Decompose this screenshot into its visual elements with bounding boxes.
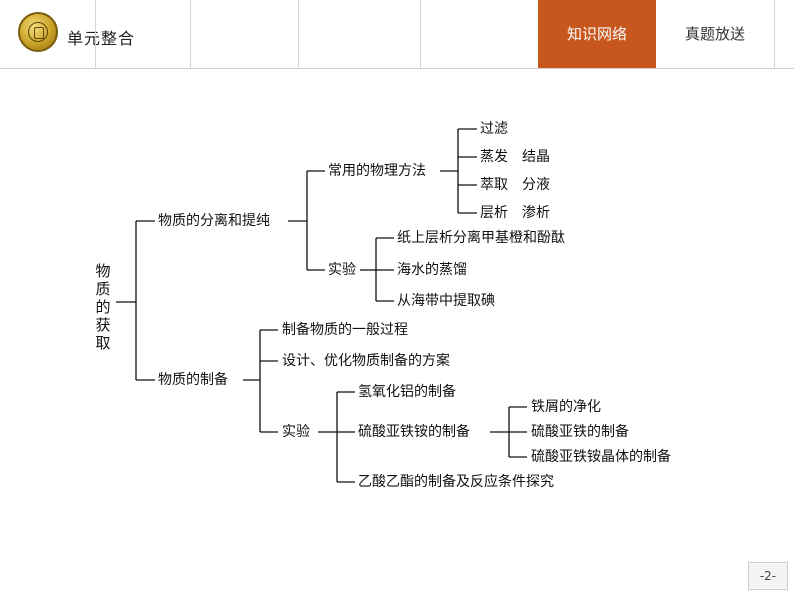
header-bar: 单元整合 知识网络 真题放送 <box>0 0 794 69</box>
node-general-process: 制备物质的一般过程 <box>282 322 408 338</box>
node-ferrous-sulfate: 硫酸亚铁的制备 <box>531 424 629 440</box>
node-design-scheme: 设计、优化物质制备的方案 <box>282 353 450 369</box>
node-paper-chromatography: 纸上层析分离甲基橙和酚酞 <box>397 230 565 246</box>
node-iron-cleaning: 铁屑的净化 <box>531 399 601 415</box>
page-title: 单元整合 <box>67 29 136 48</box>
node-evaporation: 蒸发 结晶 <box>480 149 550 165</box>
header-divider <box>420 0 421 68</box>
node-filtration: 过滤 <box>480 121 508 137</box>
tab-knowledge-network[interactable]: 知识网络 <box>538 0 656 68</box>
node-separation-experiment: 实验 <box>328 262 356 278</box>
node-chromatography: 层析 渗析 <box>480 205 550 221</box>
tab-exam-questions[interactable]: 真题放送 <box>656 0 774 68</box>
node-extraction: 萃取 分液 <box>480 177 550 193</box>
node-physical-methods: 常用的物理方法 <box>328 163 426 179</box>
node-ethyl-acetate: 乙酸乙酯的制备及反应条件探究 <box>358 474 554 490</box>
node-iodine-extraction: 从海带中提取碘 <box>397 293 495 309</box>
header-divider <box>95 0 96 68</box>
page-number: -2- <box>748 562 788 590</box>
node-ferrous-ammonium-sulfate: 硫酸亚铁铵的制备 <box>358 424 470 440</box>
root-node: 物质的获取 <box>95 262 111 352</box>
node-preparation: 物质的制备 <box>158 372 228 388</box>
node-seawater-distillation: 海水的蒸馏 <box>397 262 467 278</box>
node-crystal-preparation: 硫酸亚铁铵晶体的制备 <box>531 449 671 465</box>
node-preparation-experiment: 实验 <box>282 424 310 440</box>
school-logo-icon <box>18 12 58 52</box>
node-separation: 物质的分离和提纯 <box>158 213 270 229</box>
node-aluminium-hydroxide: 氢氧化铝的制备 <box>358 384 456 400</box>
header-divider <box>298 0 299 68</box>
header-divider <box>190 0 191 68</box>
header-divider <box>774 0 775 68</box>
